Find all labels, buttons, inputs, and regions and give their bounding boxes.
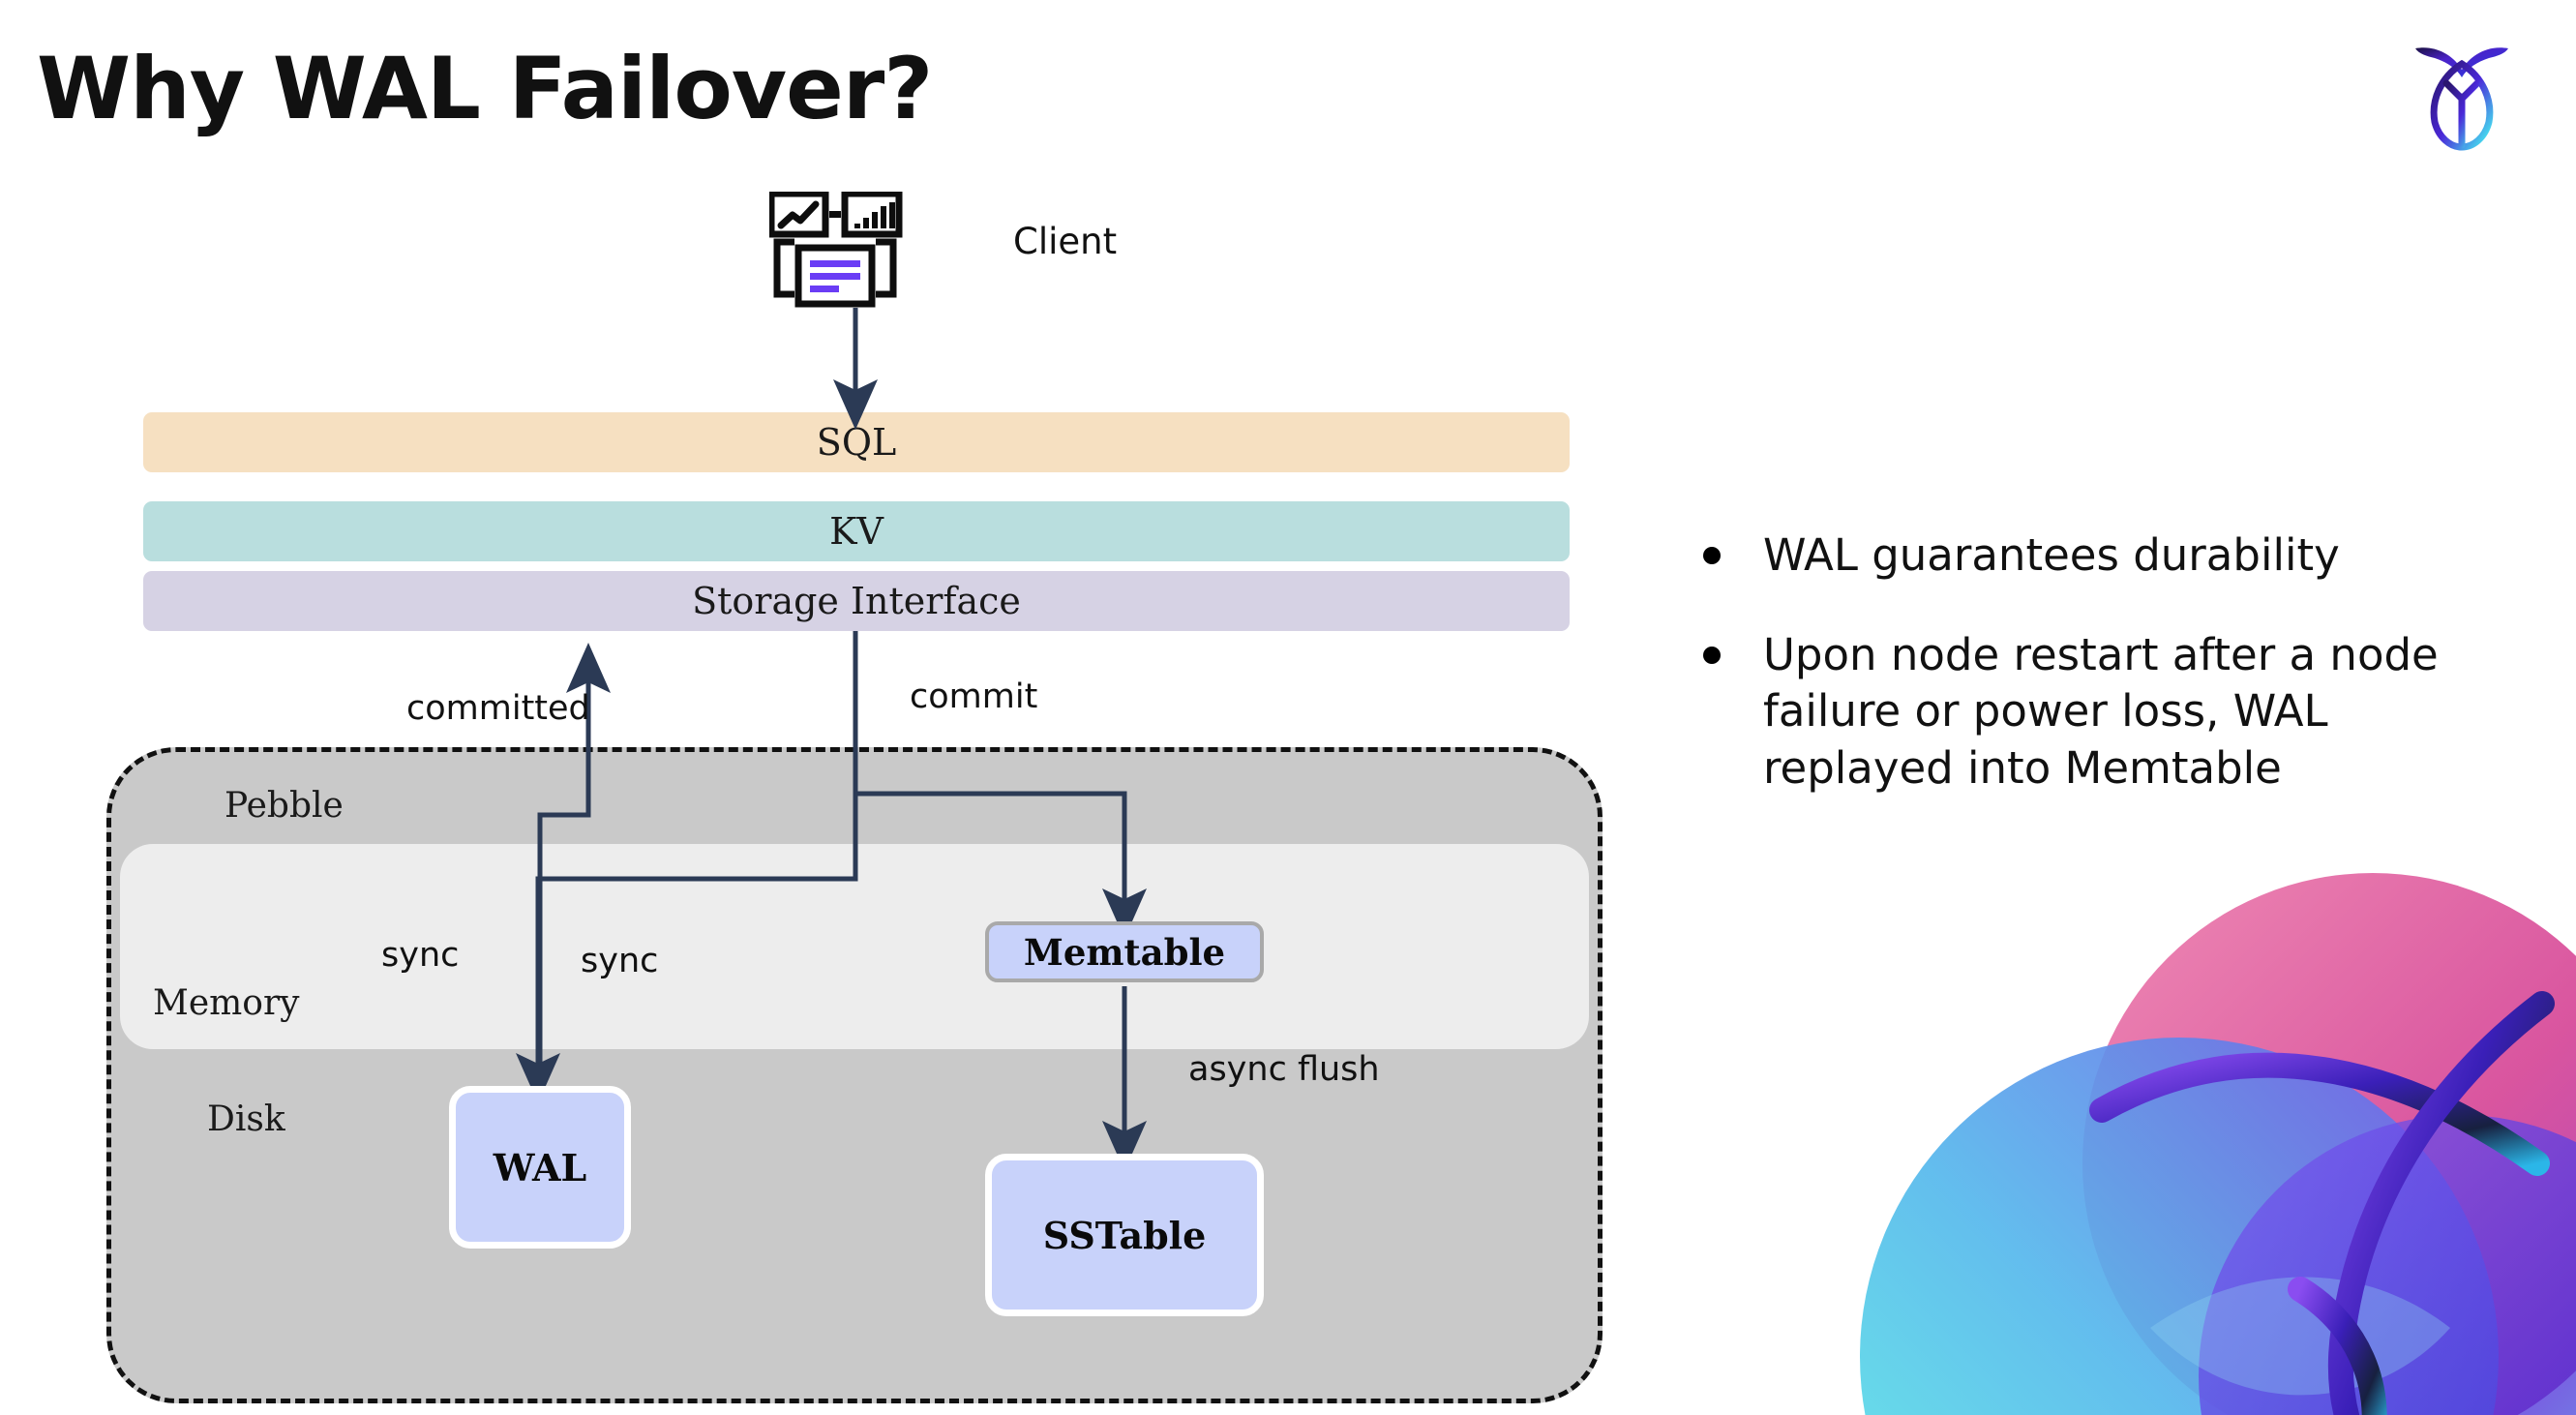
- layer-label-kv: KV: [829, 510, 884, 553]
- list-item: Upon node restart after a node failure o…: [1703, 627, 2506, 798]
- cockroachdb-logo: [2408, 37, 2516, 151]
- node-memtable-label: Memtable: [1023, 930, 1226, 974]
- edge-label-commit: commit: [910, 677, 1038, 716]
- bullet-text-1: WAL guarantees durability: [1763, 529, 2340, 581]
- edge-label-committed: committed: [406, 689, 590, 728]
- node-sstable: SSTable: [985, 1154, 1264, 1316]
- pebble-label: Pebble: [225, 786, 344, 826]
- layer-bar-kv: KV: [143, 501, 1570, 561]
- memory-label: Memory: [153, 983, 300, 1023]
- memory-region: [120, 844, 1589, 1049]
- node-wal-label: WAL: [493, 1145, 587, 1189]
- node-sstable-label: SSTable: [1042, 1213, 1207, 1257]
- client-analytics-icon: [767, 190, 926, 308]
- bullet-dot-icon: [1703, 646, 1721, 664]
- node-wal: WAL: [449, 1086, 631, 1249]
- node-memtable: Memtable: [985, 921, 1264, 982]
- edge-label-sync-1: sync: [381, 936, 460, 975]
- layer-label-storage-interface: Storage Interface: [692, 580, 1021, 622]
- bullet-list: WAL guarantees durability Upon node rest…: [1703, 527, 2506, 839]
- disk-label: Disk: [207, 1099, 285, 1139]
- layer-bar-sql: SQL: [143, 412, 1570, 472]
- layer-label-sql: SQL: [816, 421, 897, 464]
- bullet-dot-icon: [1703, 547, 1721, 564]
- client-label: Client: [1013, 221, 1118, 262]
- list-item: WAL guarantees durability: [1703, 527, 2506, 585]
- bullet-text-2: Upon node restart after a node failure o…: [1763, 628, 2439, 794]
- decorative-brand-graphic: [1860, 873, 2576, 1415]
- edge-label-sync-2: sync: [581, 942, 659, 980]
- page-title: Why WAL Failover?: [37, 39, 933, 138]
- layer-bar-storage-interface: Storage Interface: [143, 571, 1570, 631]
- edge-label-async-flush: async flush: [1188, 1050, 1380, 1089]
